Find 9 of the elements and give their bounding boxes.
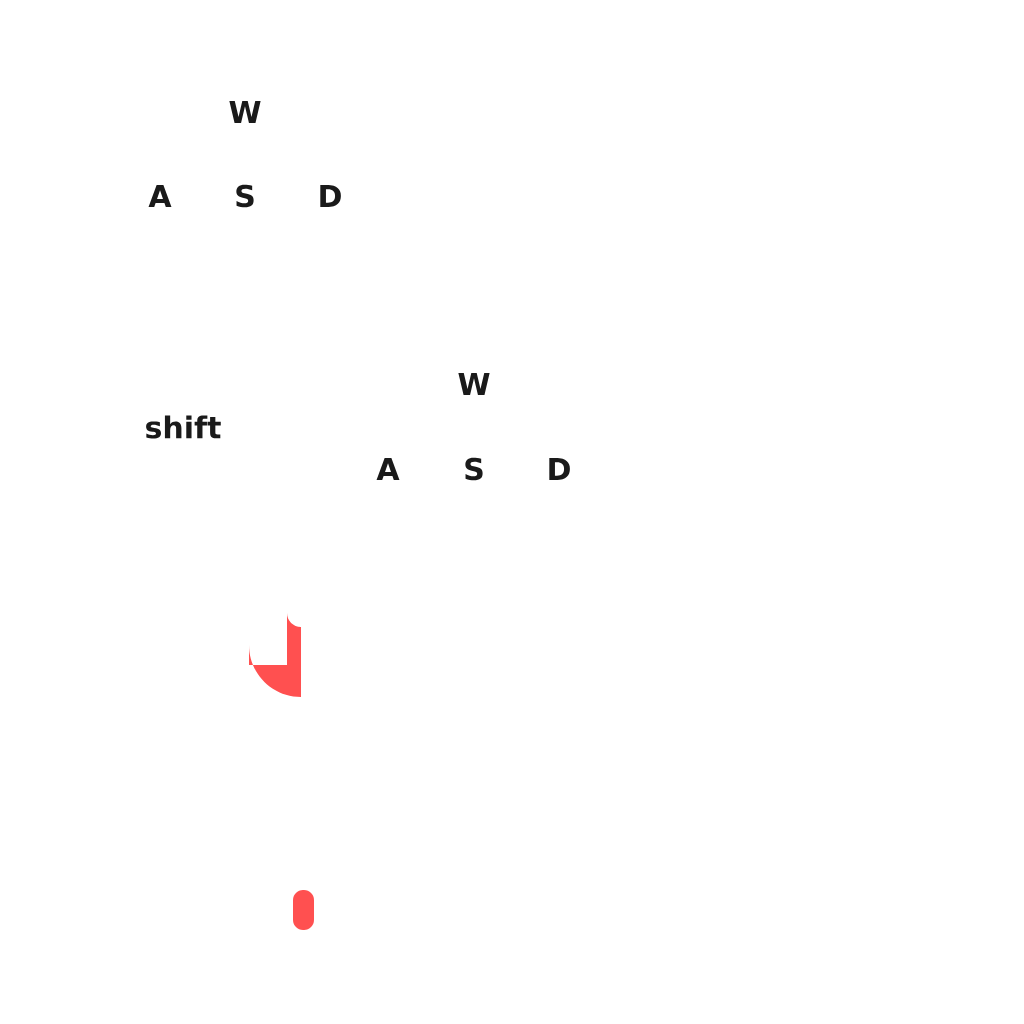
key-label: A — [376, 458, 400, 480]
key-label: D — [320, 185, 341, 207]
key-label: S — [236, 184, 254, 208]
key-label: D — [549, 458, 570, 480]
key-label: S — [465, 457, 483, 481]
key-label: shift — [146, 415, 221, 439]
key-label: W — [229, 101, 261, 123]
key-label: W — [458, 373, 490, 395]
key-label: A — [148, 185, 172, 207]
